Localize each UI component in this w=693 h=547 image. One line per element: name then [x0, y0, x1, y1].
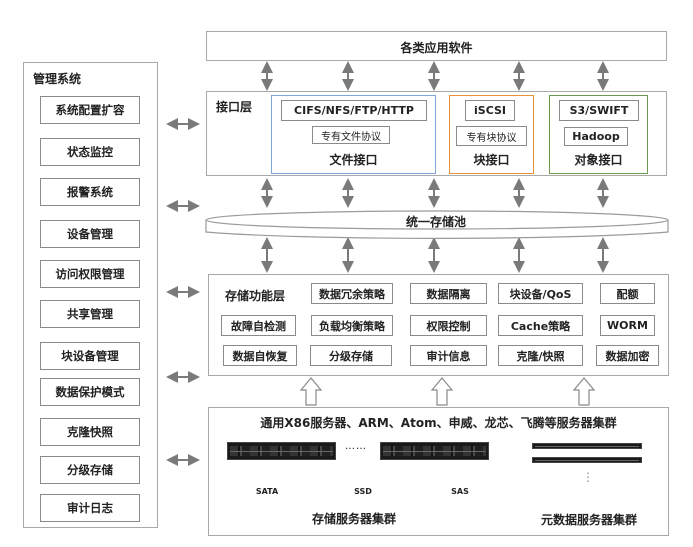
hollow-up-arrow: [430, 377, 454, 406]
object-interface-group: S3/SWIFT Hadoop 对象接口: [549, 95, 648, 174]
storage-pool-label: 统一存储池: [406, 215, 467, 229]
management-item: 克隆快照: [40, 418, 140, 446]
management-item: 系统配置扩容: [40, 96, 140, 124]
function-cell: 数据隔离: [410, 283, 487, 304]
file-protocols: CIFS/NFS/FTP/HTTP: [281, 100, 427, 121]
management-item: 数据保护模式: [40, 378, 140, 406]
management-item: 设备管理: [40, 220, 140, 248]
function-cell: 数据加密: [596, 345, 659, 366]
management-item: 审计日志: [40, 494, 140, 522]
hardware-title: 通用X86服务器、ARM、Atom、申威、龙芯、飞腾等服务器集群: [260, 416, 617, 430]
function-cell: 数据自恢复: [223, 345, 297, 366]
file-interface-label: 文件接口: [329, 153, 378, 167]
function-cell: 负载均衡策略: [311, 315, 393, 336]
management-item: 访问权限管理: [40, 260, 140, 288]
function-cell: WORM: [600, 315, 655, 336]
iscsi-protocol: iSCSI: [465, 100, 515, 121]
function-cell: 故障自检测: [221, 315, 296, 336]
function-cell: 审计信息: [410, 345, 487, 366]
hollow-up-arrow: [299, 377, 323, 406]
metadata-cluster-label: 元数据服务器集群: [541, 513, 638, 527]
storage-cluster-label: 存储服务器集群: [312, 512, 397, 526]
block-interface-label: 块接口: [473, 153, 510, 167]
function-cell: 配额: [600, 283, 655, 304]
management-title: 管理系统: [33, 72, 82, 86]
disk-label-sata: SATA: [255, 487, 279, 496]
function-cell: 数据冗余策略: [311, 283, 393, 304]
management-item: 报警系统: [40, 178, 140, 206]
hardware-layer-box: 通用X86服务器、ARM、Atom、申威、龙芯、飞腾等服务器集群: [208, 407, 669, 536]
apps-label: 各类应用软件: [400, 41, 473, 55]
function-cell: 块设备/QoS: [498, 283, 583, 304]
apps-box: 各类应用软件: [206, 31, 667, 61]
metadata-vdots: ⋮: [582, 470, 594, 484]
function-cell: 克隆/快照: [498, 345, 583, 366]
object-protocols: S3/SWIFT: [559, 100, 639, 121]
metadata-server-2: [532, 457, 642, 463]
disk-label-sas: SAS: [451, 487, 469, 496]
management-item: 块设备管理: [40, 342, 140, 370]
hadoop-protocol: Hadoop: [564, 127, 628, 146]
private-file-protocol: 专有文件协议: [312, 126, 390, 144]
storage-server-rack-1: [227, 442, 336, 460]
disk-label-ssd: SSD: [354, 487, 372, 496]
management-item: 分级存储: [40, 456, 140, 484]
private-block-protocol: 专有块协议: [456, 126, 527, 146]
management-item: 共享管理: [40, 300, 140, 328]
management-item: 状态监控: [40, 138, 140, 166]
function-cell: Cache策略: [498, 315, 583, 336]
storage-server-rack-2: [380, 442, 489, 460]
function-cell: 权限控制: [410, 315, 487, 336]
hollow-up-arrow: [572, 377, 596, 406]
metadata-server-1: [532, 443, 642, 449]
interface-layer-title: 接口层: [216, 100, 253, 114]
block-interface-group: iSCSI 专有块协议 块接口: [449, 95, 534, 174]
object-interface-label: 对象接口: [574, 153, 623, 167]
rack-ellipsis: ……: [345, 441, 367, 452]
storage-pool-shape: [205, 210, 669, 239]
function-cell: 分级存储: [310, 345, 392, 366]
function-layer-title: 存储功能层: [225, 289, 286, 303]
file-interface-group: CIFS/NFS/FTP/HTTP 专有文件协议 文件接口: [271, 95, 436, 174]
